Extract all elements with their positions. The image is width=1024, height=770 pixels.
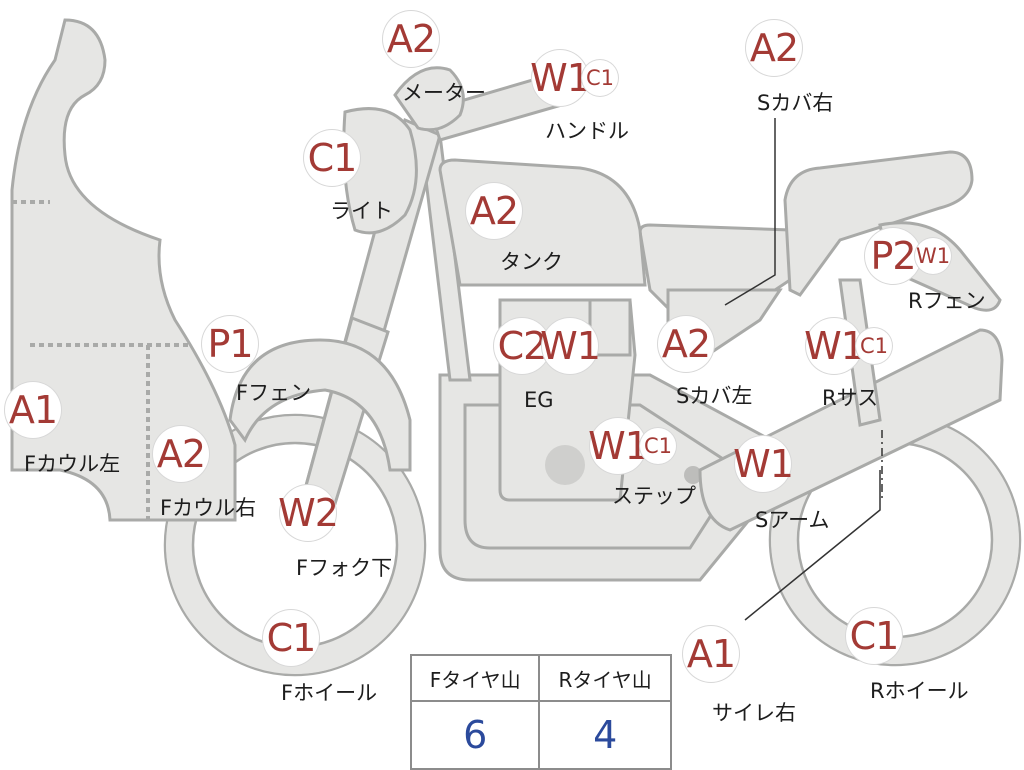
swing-arm-label: Sアーム: [755, 508, 830, 532]
step-grades: W1 C1: [588, 418, 676, 474]
front-fender-grades: P1: [202, 316, 258, 372]
grade-badge: A2: [466, 183, 522, 239]
front-wheel-grades: C1: [263, 610, 319, 666]
light-grades: C1: [304, 130, 360, 186]
side-cover-right-label: Sカバ右: [757, 91, 834, 115]
front-cowl-left-label: Fカウル左: [24, 452, 121, 476]
front-cowl-left-grades: A1: [5, 382, 61, 438]
swing-arm-grades: W1: [733, 436, 794, 492]
rear-tire-header: Rタイヤ山: [538, 654, 672, 702]
side-cover-left-grades: A2: [658, 316, 714, 372]
step-label: ステップ: [612, 484, 696, 508]
seat-shape: [783, 150, 974, 297]
tank-label: タンク: [500, 250, 563, 274]
front-cowl-right-label: Fカウル右: [160, 496, 257, 520]
meter-shape: [393, 66, 465, 132]
grade-badge: P1: [202, 316, 258, 372]
front-fender-shape: [228, 338, 412, 472]
front-cowl-shape: [10, 18, 237, 522]
grade-badge: A2: [383, 11, 439, 67]
side-cover-right-grades: A2: [746, 20, 802, 76]
grade-badge-small: W1: [915, 238, 951, 274]
light-label: ライト: [330, 199, 393, 223]
grade-badge: C1: [304, 130, 360, 186]
handle-label: ハンドル: [545, 119, 629, 143]
front-wheel-label: Fホイール: [281, 681, 378, 705]
muffler-right-label: サイレ右: [712, 701, 796, 725]
grade-badge: W2: [278, 485, 339, 541]
front-cowl-right-grades: A2: [153, 426, 209, 482]
rear-tire-value: 4: [538, 700, 672, 770]
engine-grades: C2 W1: [494, 318, 601, 374]
rear-wheel-label: Rホイール: [870, 679, 969, 703]
grade-badge: C1: [846, 608, 902, 664]
headlight-shape: [342, 107, 418, 235]
front-tire-value: 6: [409, 700, 541, 770]
grade-badge: W1: [530, 50, 591, 106]
grade-badge: P2: [865, 228, 921, 284]
grade-badge: A2: [658, 316, 714, 372]
muffler-right-grades: A1: [683, 626, 739, 682]
grade-badge-small: C1: [582, 60, 618, 96]
rear-suspension-grades: W1 C1: [804, 318, 892, 374]
grade-badge: W1: [540, 318, 601, 374]
grade-badge: W1: [588, 418, 649, 474]
muffler-right-leader: [744, 470, 881, 621]
grade-badge: C1: [263, 610, 319, 666]
grade-badge: W1: [804, 318, 865, 374]
grade-badge: A2: [153, 426, 209, 482]
rear-fender-label: Rフェン: [908, 289, 986, 313]
grade-badge-small: C1: [856, 328, 892, 364]
front-fork-lower-grades: W2: [278, 485, 339, 541]
engine-label: EG: [524, 388, 554, 412]
rear-suspension-label: Rサス: [822, 386, 879, 410]
grade-badge: A1: [683, 626, 739, 682]
rear-fender-grades: P2 W1: [865, 228, 951, 284]
grade-badge: C2: [494, 318, 550, 374]
meter-grades: A2: [383, 11, 439, 67]
front-tire-header: Fタイヤ山: [409, 654, 541, 702]
grade-badge: W1: [733, 436, 794, 492]
rear-wheel-grades: C1: [846, 608, 902, 664]
grade-badge: A1: [5, 382, 61, 438]
front-fork-lower-label: Fフォク下: [296, 556, 393, 580]
grade-badge-small: C1: [640, 428, 676, 464]
meter-label: メーター: [402, 81, 486, 105]
handle-grades: W1 C1: [530, 50, 618, 106]
side-cover-right-leader: [724, 118, 776, 306]
front-fender-label: Fフェン: [236, 381, 312, 405]
tire-tread-table: Fタイヤ山 Rタイヤ山 6 4: [409, 654, 672, 770]
grade-badge: A2: [746, 20, 802, 76]
side-cover-left-label: Sカバ左: [676, 384, 753, 408]
tank-grades: A2: [466, 183, 522, 239]
